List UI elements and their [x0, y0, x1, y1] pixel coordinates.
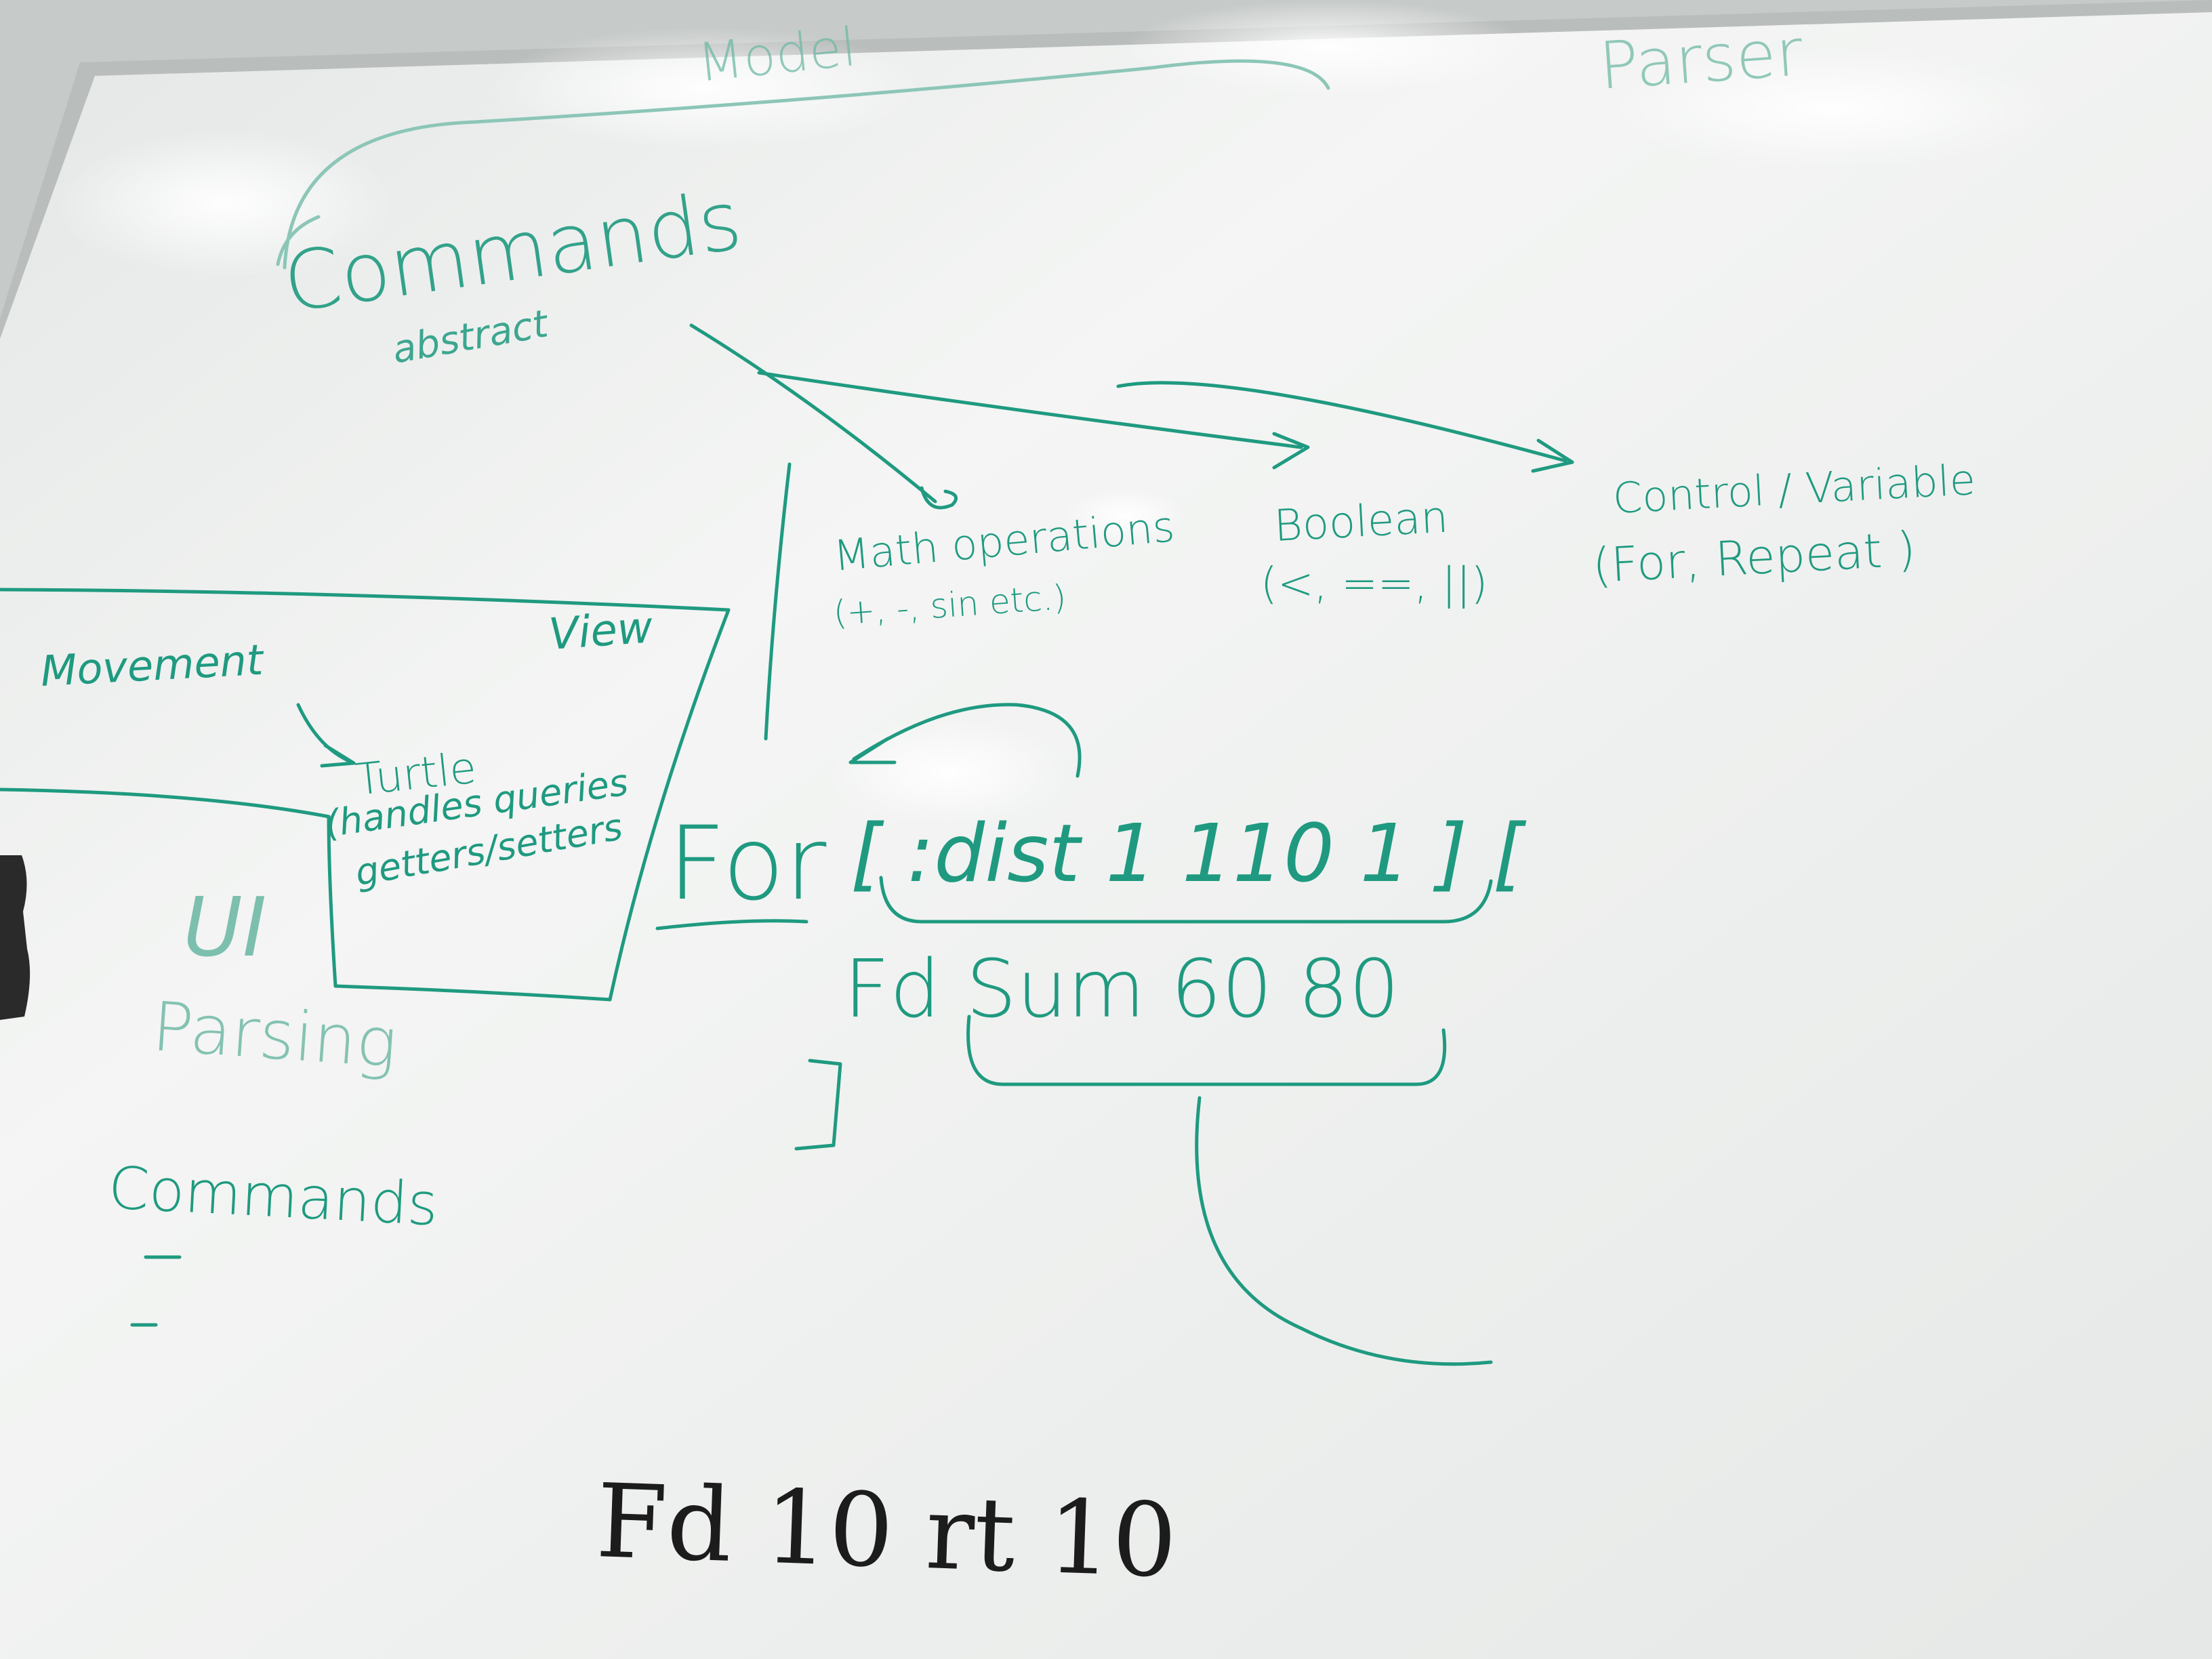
view-label: View [547, 602, 655, 660]
args-brace [879, 876, 1493, 924]
view-box-top [0, 588, 731, 612]
vertical-divider [764, 462, 792, 741]
movement-label: Movement [39, 634, 264, 696]
glare [488, 27, 922, 149]
ui-label: UI [183, 881, 267, 975]
eraser [0, 855, 30, 1020]
glare [1606, 47, 2053, 169]
view-box-left [327, 815, 337, 988]
green-marker-strokes [0, 59, 1574, 1366]
sum-bracket [966, 1015, 1447, 1086]
whiteboard-surface [0, 12, 2212, 1659]
closing-bracket [794, 1059, 842, 1151]
arrow-to-boolean-head [1272, 432, 1310, 470]
arrow-to-math-head [920, 486, 958, 510]
movement-arrow-head [320, 743, 356, 768]
boolean-sub: (<, ==, ||) [1261, 559, 1488, 609]
curve-arrow-head [848, 737, 897, 764]
parser-label: Parser [1597, 14, 1805, 104]
for-keyword: For [668, 805, 827, 923]
for-underline [655, 919, 808, 930]
for-args: [ :dist 1 110 1 ] [ [851, 806, 1524, 900]
view-box-bottom [333, 984, 612, 1002]
glare [827, 718, 1071, 827]
big-arc [1195, 1096, 1493, 1366]
model-bracket-tail [276, 215, 321, 266]
model-bracket [283, 59, 1330, 270]
glare [1125, 0, 1532, 95]
black-text: Fd 10 rt 10 [594, 1462, 1179, 1601]
arrow-to-math [689, 323, 937, 504]
arrow-to-control-head [1531, 438, 1574, 473]
glare [54, 129, 393, 278]
view-box-right [608, 608, 731, 1002]
boolean-title: Boolean [1273, 492, 1450, 552]
inner-box-top [0, 787, 331, 819]
arrow-to-control [1116, 381, 1568, 463]
parsing-label: Parsing [149, 987, 400, 1084]
curve-arrow [852, 703, 1082, 778]
glare [1064, 488, 1186, 542]
for-body: Fd Sum 60 80 [844, 942, 1400, 1036]
arrow-to-boolean [757, 371, 1303, 449]
model-label: Model [695, 16, 859, 94]
commands-list-label: Commands [106, 1154, 440, 1240]
